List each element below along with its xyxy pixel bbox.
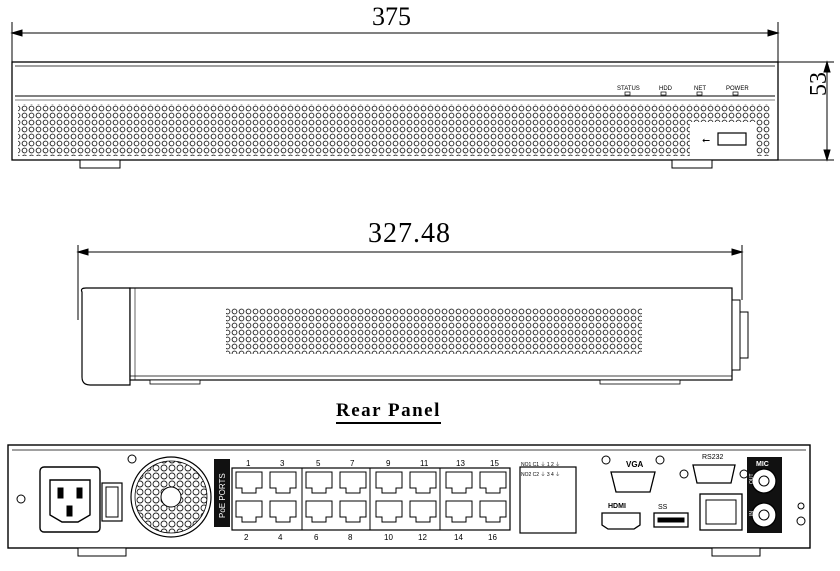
- rear-panel: PoE PORTS: [7, 444, 811, 557]
- rear-panel-title: Rear Panel: [336, 400, 441, 424]
- depth-dimension-label: 327.48: [368, 218, 451, 249]
- hdmi-port: [601, 512, 641, 530]
- usb-label: SS: [658, 504, 668, 511]
- hdmi-label: HDMI: [608, 503, 626, 510]
- fan-grille: [130, 456, 212, 538]
- in-label: IN: [749, 511, 755, 516]
- port-number-top: 15: [490, 459, 499, 468]
- rj45-poe-port: [445, 471, 473, 494]
- side-view: [80, 287, 749, 386]
- power-switch: [101, 482, 123, 522]
- indicator-hdd-label: HDD: [659, 86, 673, 92]
- port-number-top: 5: [316, 459, 321, 468]
- port-number-bottom: 16: [488, 533, 497, 542]
- port-number-top: 9: [386, 459, 391, 468]
- height-dimension-label: 53: [806, 72, 832, 96]
- rs232-port: [692, 464, 736, 484]
- rj45-poe-port: [445, 500, 473, 523]
- dimension-line-width: [10, 22, 780, 62]
- rj45-poe-port: [409, 471, 437, 494]
- rj45-poe-port: [269, 500, 297, 523]
- port-number-bottom: 10: [384, 533, 393, 542]
- port-number-top: 1: [246, 459, 251, 468]
- front-view: ⭠ STATUS HDD NET POWER: [11, 61, 779, 169]
- rj45-poe-port: [339, 471, 367, 494]
- rj45-poe-port: [305, 500, 333, 523]
- rj45-poe-port: [375, 500, 403, 523]
- rj45-poe-port: [409, 500, 437, 523]
- rj45-poe-port: [479, 500, 507, 523]
- port-number-bottom: 14: [454, 533, 463, 542]
- vga-label: VGA: [626, 460, 644, 469]
- usb-icon: ⭠: [702, 135, 710, 146]
- rs232-label: RS232: [702, 454, 724, 461]
- alarm-label-row2: NO2 C2 ⏚ 3 4 ⏚: [521, 471, 560, 478]
- rj45-poe-port: [479, 471, 507, 494]
- rj45-poe-port: [269, 471, 297, 494]
- rj45-poe-port: [375, 471, 403, 494]
- dimension-line-height: [778, 60, 834, 162]
- port-number-bottom: 2: [244, 533, 249, 542]
- port-number-top: 11: [420, 459, 429, 468]
- front-usb-port: [717, 132, 747, 146]
- port-number-bottom: 12: [418, 533, 427, 542]
- port-number-top: 7: [350, 459, 355, 468]
- rj45-poe-port: [235, 471, 263, 494]
- port-number-bottom: 4: [278, 533, 283, 542]
- rj45-poe-port: [305, 471, 333, 494]
- port-number-top: 13: [456, 459, 465, 468]
- vga-port: [610, 471, 656, 493]
- rj45-poe-port: [339, 500, 367, 523]
- indicator-net-label: NET: [694, 86, 706, 92]
- alarm-label-row1: NO1 C1 ⏚ 1 2 ⏚: [521, 461, 560, 468]
- poe-ports-label: PoE PORTS: [218, 473, 227, 518]
- power-socket: [39, 466, 101, 533]
- port-number-bottom: 6: [314, 533, 319, 542]
- port-number-bottom: 8: [348, 533, 353, 542]
- out-label: OUT: [749, 473, 755, 484]
- rj45-poe-port: [235, 500, 263, 523]
- width-dimension-label: 375: [372, 2, 411, 31]
- port-number-top: 3: [280, 459, 285, 468]
- poe-label-bar: [214, 459, 230, 527]
- dimension-line-depth: [76, 245, 744, 320]
- mic-label: MIC: [756, 461, 769, 468]
- indicator-power-label: POWER: [726, 86, 749, 92]
- rear-right-section: NO1 C1 ⏚ 1 2 ⏚ NO2 C2 ⏚ 3 4 ⏚ VGA RS232 …: [519, 454, 782, 534]
- indicator-status-label: STATUS: [617, 86, 640, 92]
